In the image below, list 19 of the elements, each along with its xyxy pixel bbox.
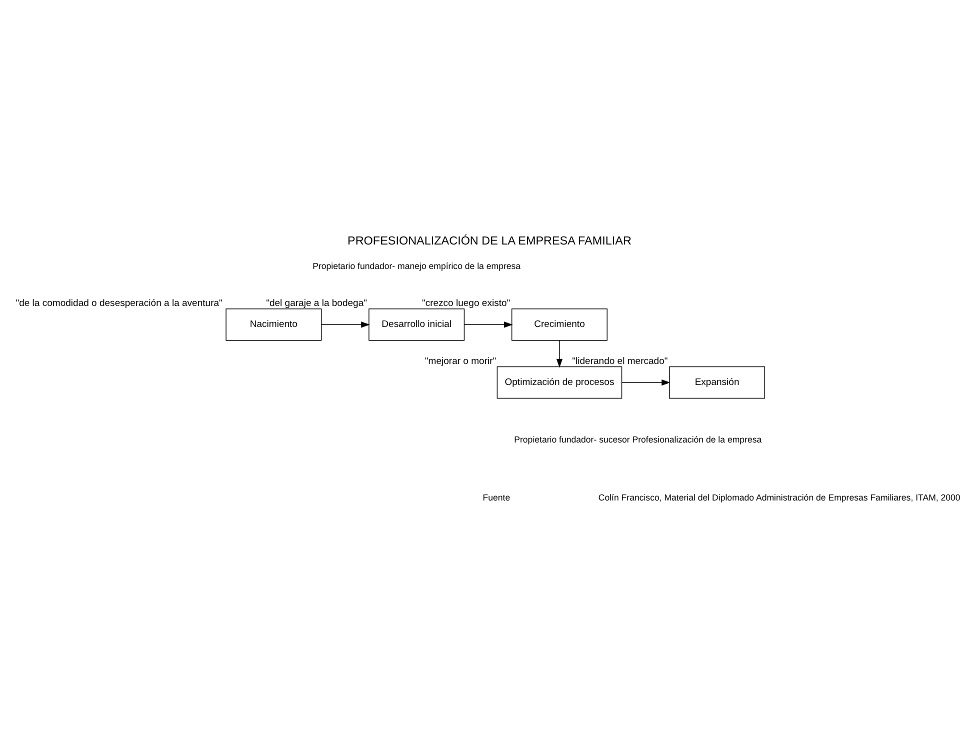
node-box: Desarrollo inicial [368,308,465,340]
node-label: "liderando el mercado" [572,356,668,367]
label: Propietario fundador- sucesor Profesionalización de la empresa [514,434,762,444]
node-label: "del garaje a la bodega" [266,298,368,309]
node-label: "de la comodidad o desesperación a la aventura" [16,298,222,309]
arrow [622,378,670,386]
label: Propietario fundador- manejo empírico de la empresa [312,260,521,271]
node-box: Nacimiento [226,308,322,340]
label: Colín Francisco, Material del Diplomado Administración de Empresas Familiares, ITAM, 2000 [598,492,960,502]
arrow [321,321,370,328]
node-box: Expansión [669,366,766,398]
node-label: "crezco luego existo" [422,298,510,309]
arrow [464,321,513,328]
label: Fuente [482,492,510,502]
node-label: "mejorar o morir" [424,356,496,367]
arrow [556,340,563,368]
node-box: Crecimiento [511,308,608,340]
node-box: Optimización de procesos [496,366,622,398]
diagram-title: PROFESIONALIZACIÓN DE LA EMPRESA FAMILIAR [348,234,632,247]
